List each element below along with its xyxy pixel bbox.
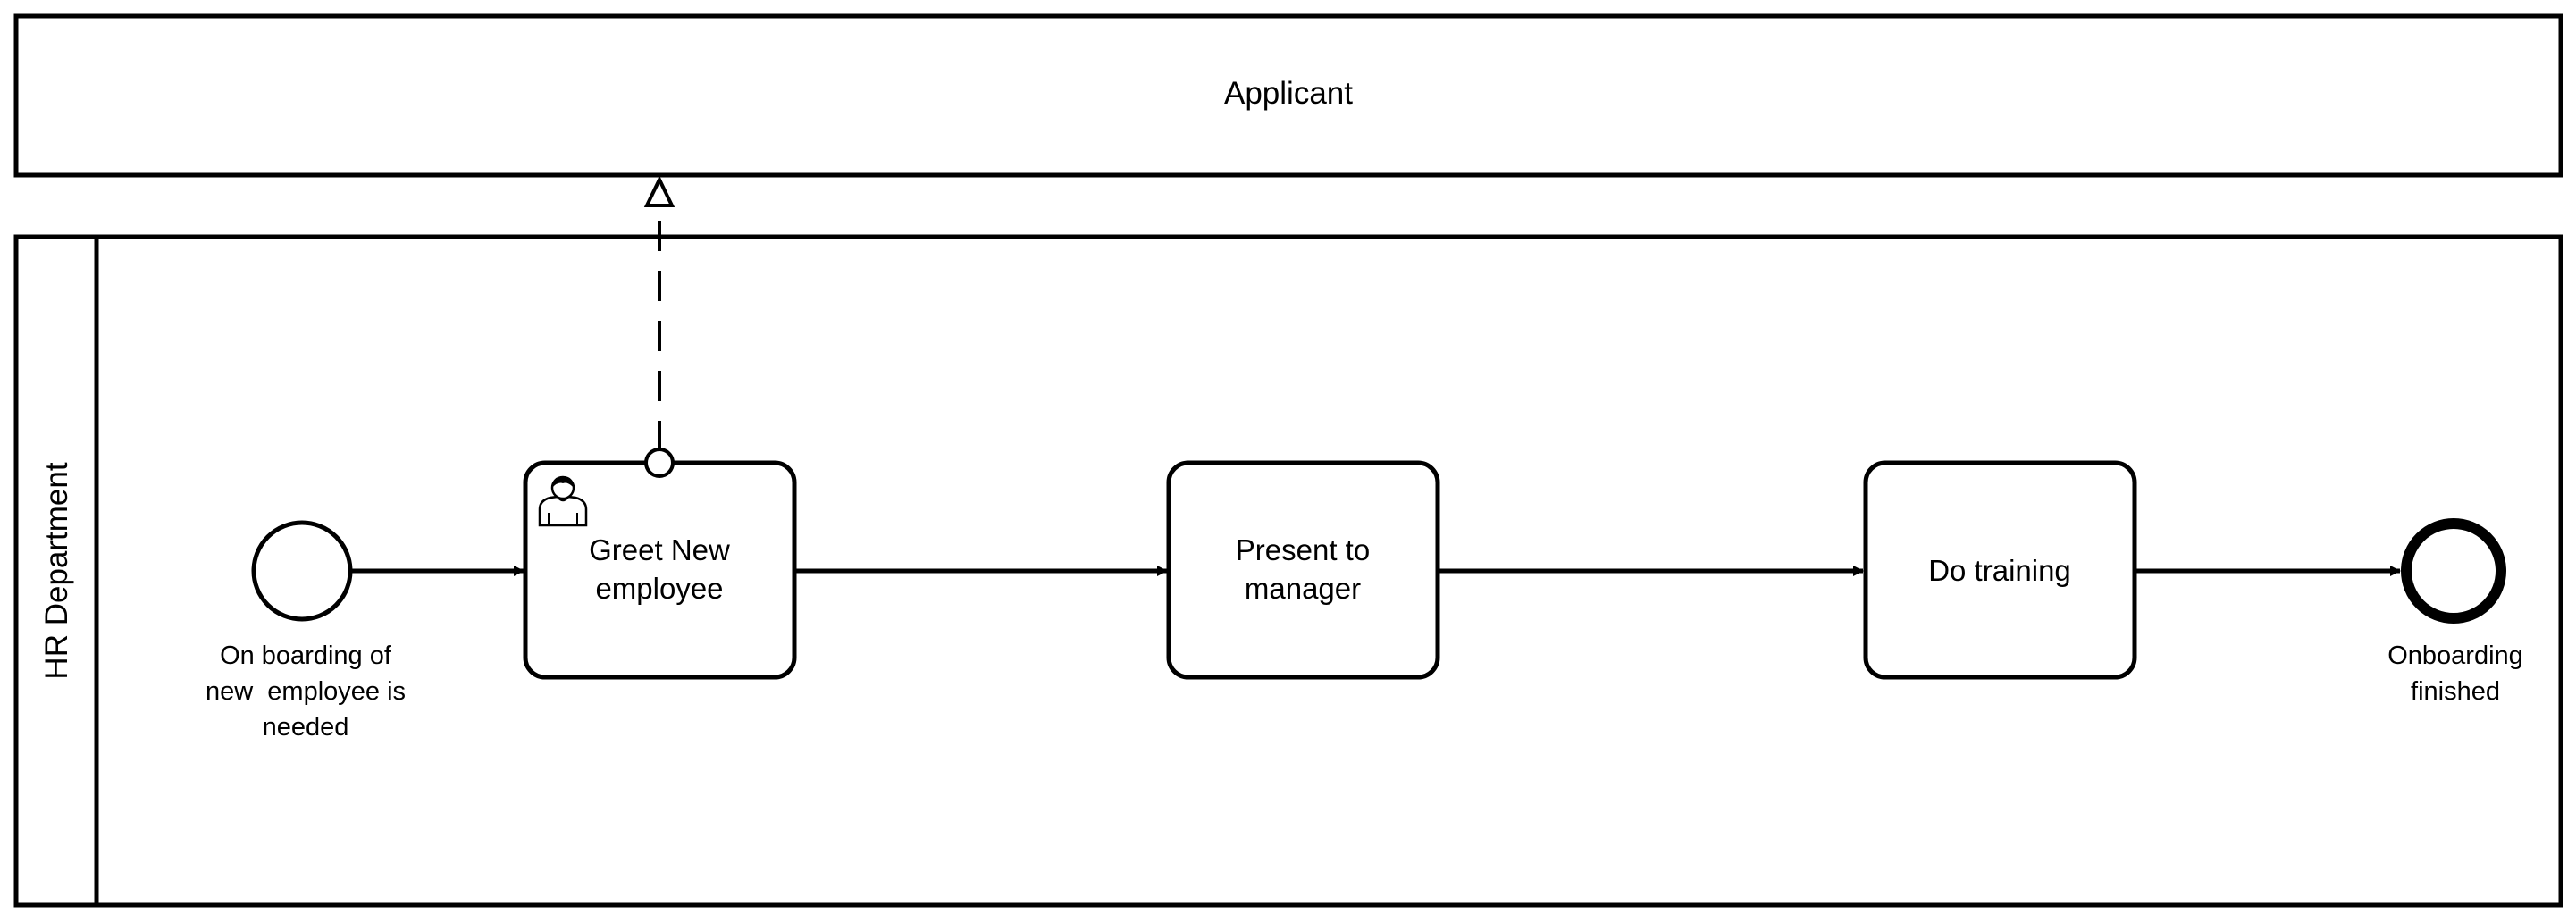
pool-hr-label: HR Department bbox=[39, 462, 74, 679]
user-icon bbox=[538, 475, 588, 527]
task-training-label: Do training bbox=[1928, 554, 2071, 587]
task-present-to-manager[interactable]: Present to manager bbox=[1166, 460, 1440, 680]
task-training-box bbox=[1863, 460, 2137, 680]
task-present-box bbox=[1166, 460, 1440, 680]
start-event-label-line1: On boarding of bbox=[220, 641, 392, 670]
pool-applicant-label: Applicant bbox=[1224, 76, 1353, 111]
start-event-circle bbox=[251, 520, 353, 622]
end-event-label-line2: finished bbox=[2411, 677, 2500, 706]
task-do-training[interactable]: Do training bbox=[1863, 460, 2137, 680]
task-present-label-line2: manager bbox=[1245, 572, 1361, 605]
task-greet-label-line1: Greet New bbox=[589, 533, 730, 566]
start-event[interactable]: On boarding of new employee is needed bbox=[206, 520, 406, 742]
end-event-circle bbox=[2401, 518, 2506, 624]
pool-applicant[interactable]: Applicant bbox=[13, 13, 2563, 178]
end-event-label-line1: Onboarding bbox=[2387, 641, 2523, 670]
start-event-label-line3: needed bbox=[263, 713, 349, 742]
message-flow-arrowhead bbox=[643, 175, 675, 207]
message-flow[interactable] bbox=[643, 175, 675, 451]
task-greet-new-employee[interactable]: Greet New employee bbox=[523, 448, 797, 680]
pool-applicant-border bbox=[13, 13, 2563, 178]
task-greet-label-line2: employee bbox=[595, 572, 723, 605]
start-event-label-line2: new employee is bbox=[206, 677, 406, 706]
end-event[interactable]: Onboarding finished bbox=[2387, 518, 2523, 706]
message-flow-source-marker bbox=[644, 448, 675, 478]
task-present-label-line1: Present to bbox=[1236, 533, 1370, 566]
